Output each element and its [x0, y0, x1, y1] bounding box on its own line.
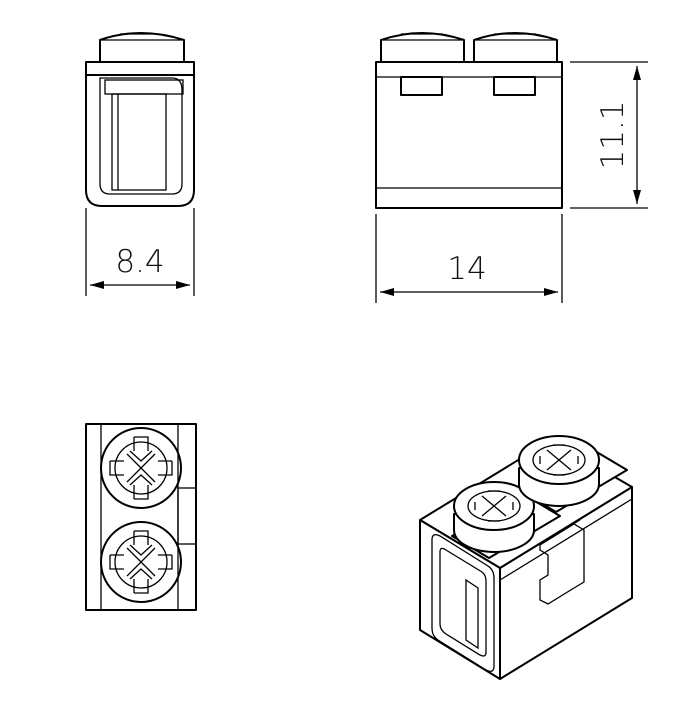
screw-head-right	[473, 32, 558, 63]
top-view	[85, 423, 197, 611]
iso-clamp-strap	[539, 523, 585, 605]
clamp-window-right	[493, 76, 536, 96]
clamp-window-left	[400, 76, 443, 96]
screw-top-1	[100, 427, 182, 509]
screw-head	[99, 32, 185, 63]
screw-head-left	[380, 32, 465, 63]
top-plate	[85, 61, 195, 76]
terminal-body	[375, 61, 563, 209]
screw-top-2	[100, 521, 182, 603]
front-view: 14 11.1	[375, 32, 648, 303]
dimension-front-height: 11.1	[595, 100, 631, 169]
iso-screw-front	[453, 481, 535, 553]
housing-frame	[85, 74, 195, 207]
dimension-front-width: 14	[447, 251, 486, 287]
dimension-side-width: 8.4	[115, 244, 164, 280]
top-outline	[85, 423, 197, 611]
iso-screw-back	[518, 435, 600, 507]
isometric-view	[419, 435, 633, 680]
side-view: 8.4	[85, 32, 195, 296]
